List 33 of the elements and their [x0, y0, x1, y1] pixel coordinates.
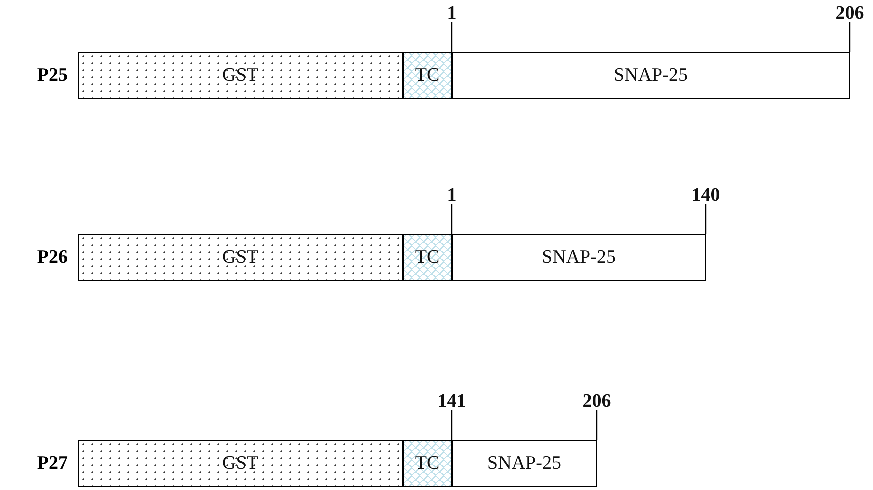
position-line: [849, 22, 851, 52]
residue-number: 141: [437, 392, 467, 410]
domain-label: GST: [222, 64, 258, 86]
snap-25-domain-box: [452, 440, 597, 487]
gst-domain-box: [78, 440, 403, 487]
residue-number: 206: [830, 4, 870, 22]
residue-number: 140: [686, 186, 726, 204]
position-line: [451, 410, 453, 440]
construct-name: P26: [37, 248, 68, 266]
snap-25-domain-box: [452, 234, 706, 281]
gst-domain-box: [78, 52, 403, 99]
tc-domain-box: [403, 52, 452, 99]
domain-label: TC: [415, 64, 440, 86]
domain-label: GST: [222, 452, 258, 474]
construct-name: P25: [37, 66, 68, 84]
domain-label: SNAP-25: [488, 452, 562, 474]
residue-number: 206: [577, 392, 617, 410]
construct-name: P27: [37, 454, 68, 472]
domain-label: GST: [222, 246, 258, 268]
position-line: [451, 204, 453, 234]
domain-label: TC: [415, 452, 440, 474]
position-line: [596, 410, 598, 440]
tc-domain-box: [403, 234, 452, 281]
domain-label: SNAP-25: [614, 64, 688, 86]
position-line: [705, 204, 707, 234]
residue-number: 1: [437, 4, 467, 22]
tc-domain-box: [403, 440, 452, 487]
domain-label: SNAP-25: [542, 246, 616, 268]
domain-label: TC: [415, 246, 440, 268]
residue-number: 1: [437, 186, 467, 204]
position-line: [451, 22, 453, 52]
snap-25-domain-box: [452, 52, 850, 99]
gst-domain-box: [78, 234, 403, 281]
